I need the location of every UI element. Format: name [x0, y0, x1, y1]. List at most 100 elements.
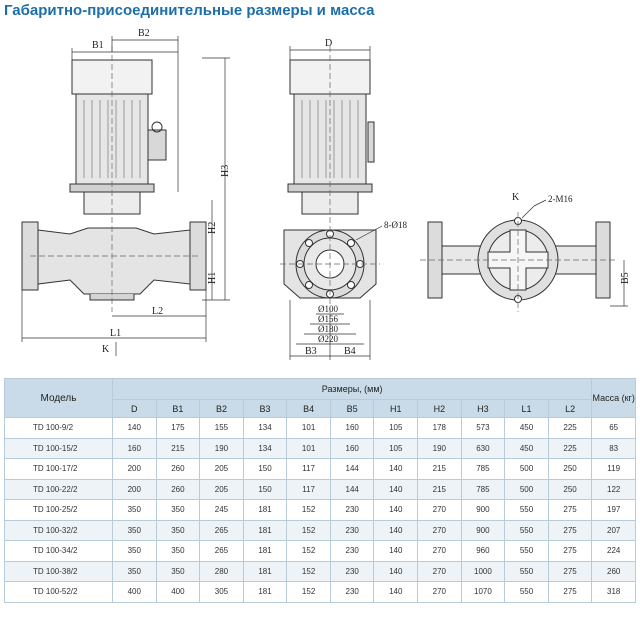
dim-b1-label: B1	[92, 40, 104, 51]
dimension-cell: 275	[547, 581, 593, 603]
side-dimensions	[289, 46, 383, 360]
dim-h1-label: H1	[207, 272, 218, 284]
dimension-cell: 550	[504, 499, 549, 521]
dimension-cell: 225	[547, 417, 593, 439]
column-header: H3	[460, 399, 506, 418]
dimension-cell: 181	[242, 560, 288, 582]
model-header: Модель	[4, 378, 113, 418]
dimension-cell: 230	[329, 560, 375, 582]
dimension-cell: 270	[417, 540, 462, 562]
model-cell: TD 100-34/2	[4, 540, 113, 562]
dimension-cell: 140	[373, 458, 419, 480]
dimension-cell: 500	[504, 478, 549, 500]
model-cell: TD 100-17/2	[4, 458, 113, 480]
dimension-cell: 265	[199, 519, 244, 541]
dimension-cell: 225	[547, 437, 593, 459]
dim-b5-label: B5	[620, 272, 631, 284]
dimension-cell: 205	[199, 458, 244, 480]
dimension-cell: 152	[286, 581, 331, 603]
dimension-cell: 305	[199, 581, 244, 603]
front-dimensions	[21, 36, 230, 356]
column-header: B5	[329, 399, 375, 418]
dimension-cell: 250	[547, 458, 593, 480]
dimension-cell: 160	[329, 437, 375, 459]
dimension-cell: 101	[286, 417, 331, 439]
dimension-cell: 144	[329, 458, 375, 480]
column-header: B2	[199, 399, 244, 418]
dimension-cell: 265	[199, 540, 244, 562]
mass-header: Масса (кг)	[591, 378, 636, 418]
model-cell: TD 100-15/2	[4, 437, 113, 459]
dimension-cell: 160	[329, 417, 375, 439]
dimension-cell: 450	[504, 417, 549, 439]
dimension-cell: 270	[417, 519, 462, 541]
dimension-cell: 245	[199, 499, 244, 521]
dimension-cell: 152	[286, 540, 331, 562]
column-header: L2	[547, 399, 593, 418]
dimension-cell: 200	[112, 458, 157, 480]
dimension-cell: 270	[417, 499, 462, 521]
dimension-cell: 275	[547, 560, 593, 582]
mass-cell: 260	[591, 560, 636, 582]
dimension-cell: 101	[286, 437, 331, 459]
dimension-cell: 140	[373, 499, 419, 521]
dimension-cell: 105	[373, 417, 419, 439]
dimension-cell: 117	[286, 478, 331, 500]
dimension-cell: 200	[112, 478, 157, 500]
dimension-cell: 450	[504, 437, 549, 459]
dimension-cell: 117	[286, 458, 331, 480]
model-cell: TD 100-25/2	[4, 499, 113, 521]
dimension-cell: 250	[547, 478, 593, 500]
dimension-cell: 230	[329, 499, 375, 521]
dimension-cell: 190	[417, 437, 462, 459]
dim-d100-label: Ø100	[318, 304, 338, 314]
dimension-cell: 275	[547, 499, 593, 521]
dimension-cell: 215	[417, 478, 462, 500]
m16-label: 2-M16	[548, 194, 573, 204]
dimension-cell: 105	[373, 437, 419, 459]
dimension-cell: 140	[112, 417, 157, 439]
dimension-cell: 140	[373, 581, 419, 603]
dimension-cell: 900	[460, 519, 506, 541]
column-header: B3	[242, 399, 288, 418]
dimension-cell: 205	[199, 478, 244, 500]
dimension-cell: 181	[242, 519, 288, 541]
dimension-cell: 350	[155, 499, 201, 521]
dim-d220-label: Ø220	[318, 334, 338, 344]
dimension-cell: 785	[460, 478, 506, 500]
front-view	[21, 46, 207, 312]
dimension-cell: 350	[112, 540, 157, 562]
mass-cell: 83	[591, 437, 636, 459]
dimension-cell: 181	[242, 499, 288, 521]
model-cell: TD 100-9/2	[4, 417, 113, 439]
top-view	[420, 212, 618, 312]
dim-l1-label: L1	[110, 328, 121, 339]
column-header: B1	[155, 399, 201, 418]
dimension-cell: 630	[460, 437, 506, 459]
dimension-cell: 900	[460, 499, 506, 521]
dimension-cell: 134	[242, 417, 288, 439]
dimension-cell: 178	[417, 417, 462, 439]
dimension-cell: 550	[504, 519, 549, 541]
dimension-cell: 190	[199, 437, 244, 459]
dimension-cell: 550	[504, 560, 549, 582]
dimension-cell: 215	[417, 458, 462, 480]
dimension-cell: 270	[417, 560, 462, 582]
dims-header: Размеры, (мм)	[111, 378, 593, 400]
dimension-cell: 134	[242, 437, 288, 459]
model-cell: TD 100-22/2	[4, 478, 113, 500]
dimension-cell: 785	[460, 458, 506, 480]
column-header: L1	[504, 399, 549, 418]
dimension-cell: 260	[155, 458, 201, 480]
technical-drawing: B1 B2 H3 H2 H1 L2 L1 K	[21, 28, 631, 360]
mass-cell: 119	[591, 458, 636, 480]
model-cell: TD 100-52/2	[4, 581, 113, 603]
dimension-cell: 275	[547, 540, 593, 562]
